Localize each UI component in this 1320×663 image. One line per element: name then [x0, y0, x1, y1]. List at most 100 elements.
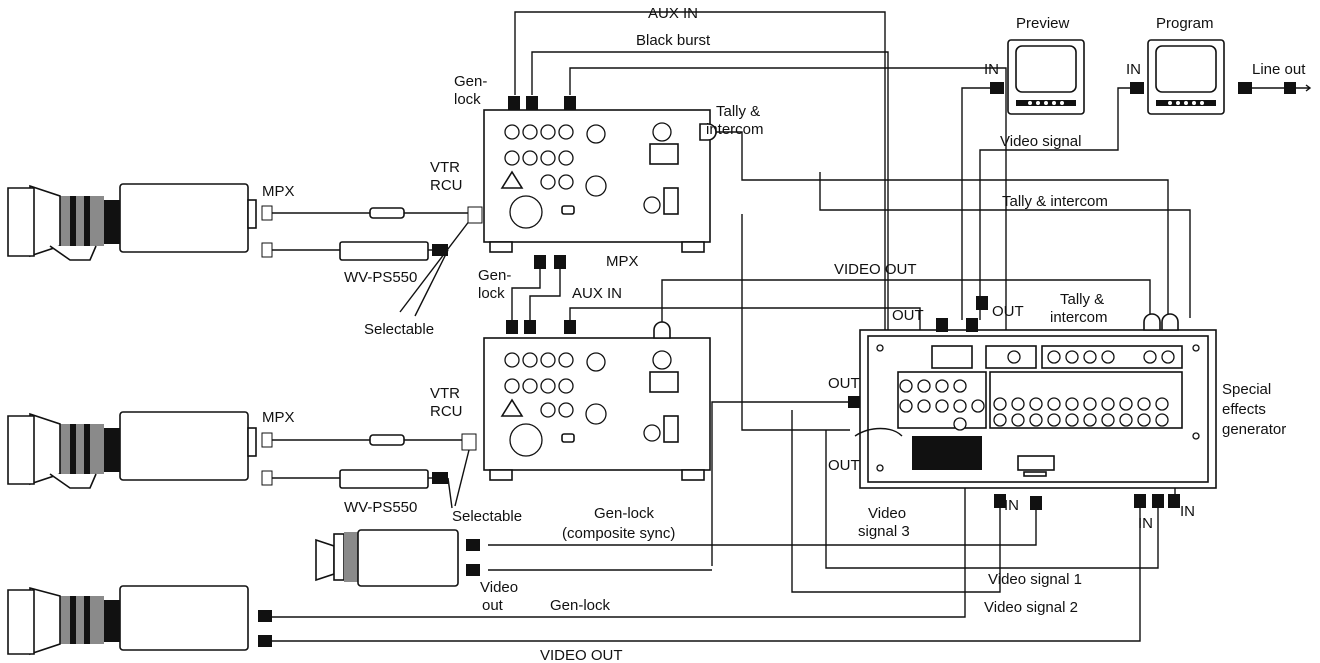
tally-connector-icon — [1143, 313, 1161, 331]
label-line-out: Line out — [1252, 61, 1306, 78]
label-in-preview: IN — [984, 61, 999, 78]
label-composite-sync: (composite sync) — [562, 525, 675, 542]
mpx-cable-1 — [369, 206, 483, 224]
bnc-connector-icon — [1130, 82, 1144, 94]
mpx-port-icon — [261, 205, 273, 221]
power-supply-icon — [339, 469, 429, 489]
ps-port-icon — [261, 242, 273, 258]
camera-control-unit-1 — [483, 96, 717, 269]
bnc-connector-icon — [258, 635, 272, 647]
gen-lock-mid-wire — [511, 255, 541, 320]
label-tally-intercom-sfx: Tally & — [1060, 291, 1104, 308]
mpx-port-icon — [261, 432, 273, 448]
label-in-b: IN — [1138, 515, 1153, 532]
bnc-connector-icon — [258, 610, 272, 622]
label-mpx-camera-1: MPX — [262, 183, 295, 200]
label-effects: effects — [1222, 401, 1266, 418]
label-video-signal-2: Video signal 2 — [984, 599, 1078, 616]
camera-control-unit-2 — [483, 320, 711, 481]
tally-intercom-top-wire — [710, 131, 1169, 318]
bnc-connector-icon — [466, 564, 480, 576]
gen-lock-bottom-wire — [272, 440, 966, 618]
label-mpx-camera-2: MPX — [262, 409, 295, 426]
camera-icon — [7, 183, 257, 261]
label-gen-lock-mid-2: lock — [478, 285, 505, 302]
ccu1-bottom-connectors — [534, 255, 566, 269]
label-gen-lock-bottom: Gen-lock — [550, 597, 611, 614]
label-wv-ps550-1: WV-PS550 — [344, 269, 417, 286]
label-out-a: OUT — [892, 307, 924, 324]
line-out-arrow-icon — [1300, 84, 1312, 92]
label-tally-intercom-mid: Tally & intercom — [1002, 193, 1108, 210]
mpx-cable-2 — [369, 433, 477, 451]
label-video-out-mid: VIDEO OUT — [834, 261, 917, 278]
bnc-connector-icon — [432, 472, 448, 484]
ccu2-top-connectors — [506, 320, 671, 339]
program-feed-wire — [979, 87, 1140, 320]
ps-port-icon — [261, 470, 273, 486]
label-gen-lock-composite: Gen-lock — [594, 505, 655, 522]
label-in-a: IN — [1004, 497, 1019, 514]
label-generator: generator — [1222, 421, 1286, 438]
camera-icon — [7, 585, 249, 656]
camera-icon — [7, 411, 257, 489]
mpx-port-icon — [461, 433, 477, 451]
burst-link-wire — [569, 67, 1007, 408]
black-burst-wire — [531, 51, 889, 420]
label-in-c: IN — [1180, 503, 1195, 520]
camera-2 — [7, 411, 273, 489]
mpx-port-icon — [467, 206, 483, 224]
label-video-out-cam3: Video — [480, 579, 518, 596]
label-video-signal-monitor: Video signal — [1000, 133, 1081, 150]
selectable-1-line-b — [414, 249, 449, 317]
mpx-mid-wire — [529, 255, 561, 320]
bnc-connector-icon — [466, 539, 480, 551]
label-selectable-1: Selectable — [364, 321, 434, 338]
program-monitor — [1130, 39, 1312, 115]
power-supply-2 — [339, 469, 448, 489]
box-camera — [315, 529, 480, 587]
ccu1-video-wire — [741, 214, 850, 431]
label-rcu-1: RCU — [430, 177, 463, 194]
label-video-out-bottom: VIDEO OUT — [540, 647, 623, 663]
preview-feed-wire — [961, 87, 1000, 320]
special-effects-generator — [848, 296, 1217, 510]
ccu1-jacks — [500, 122, 679, 229]
tally-intercom-mid-wire — [819, 172, 1191, 318]
bnc-connector-icon — [1284, 82, 1296, 94]
camera-3 — [7, 585, 272, 656]
label-mpx-mid: MPX — [606, 253, 639, 270]
label-in-program: IN — [1126, 61, 1141, 78]
video-out-mid-wire — [661, 279, 1151, 330]
tally-connector-icon — [699, 123, 717, 141]
bnc-connector-icon — [1238, 82, 1252, 94]
preview-monitor — [990, 39, 1085, 115]
gen-lock-composite-wire — [488, 508, 1037, 546]
label-wv-ps550-2: WV-PS550 — [344, 499, 417, 516]
video-signal-1-wire — [825, 430, 1159, 569]
selectable-2-line-b — [447, 477, 453, 509]
label-selectable-2: Selectable — [452, 508, 522, 525]
label-tally-intercom-top: Tally & — [716, 103, 760, 120]
label-black-burst: Black burst — [636, 32, 711, 49]
label-tally-intercom-sfx-2: intercom — [1050, 309, 1108, 326]
label-aux-in-top: AUX IN — [648, 5, 698, 22]
selectable-1-line-a — [399, 219, 471, 313]
label-program: Program — [1156, 15, 1214, 32]
ccu2-jacks — [500, 350, 679, 457]
label-video-out-cam3b: out — [482, 597, 504, 614]
label-special: Special — [1222, 381, 1271, 398]
label-vtr-2: VTR — [430, 385, 460, 402]
label-out-c: OUT — [828, 375, 860, 392]
video-out-bottom-wire — [272, 508, 1141, 642]
ccu1-top-connectors — [508, 96, 717, 141]
sfx-jacks — [876, 344, 1200, 472]
label-aux-in-mid: AUX IN — [572, 285, 622, 302]
label-vtr-1: VTR — [430, 159, 460, 176]
label-rcu-2: RCU — [430, 403, 463, 420]
power-supply-icon — [339, 241, 429, 261]
out-left-wire — [711, 401, 860, 566]
label-tally-intercom-top-2: intercom — [706, 121, 764, 138]
label-video-signal-1: Video signal 1 — [988, 571, 1082, 588]
